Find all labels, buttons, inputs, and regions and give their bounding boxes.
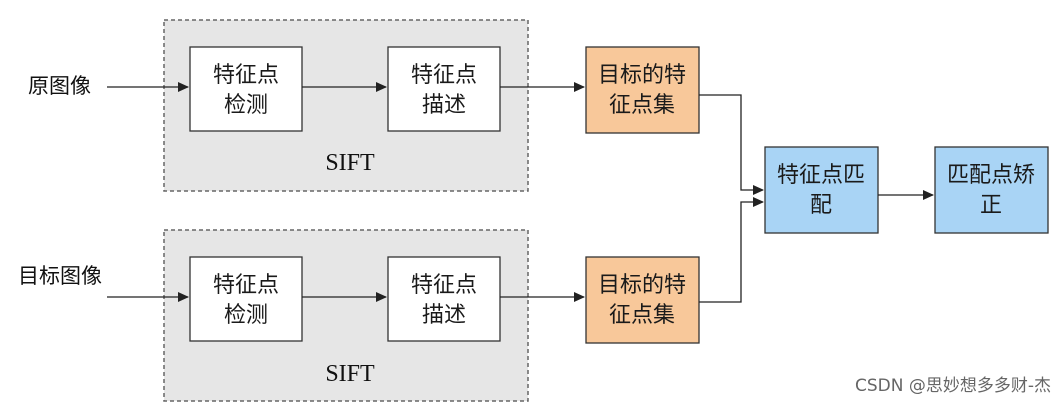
input-label-target: 目标图像: [18, 264, 102, 288]
match-box-line2: 配: [810, 193, 832, 218]
feature-set-box-bottom: [585, 256, 700, 344]
feature-set-box-top-line2: 征点集: [609, 93, 675, 118]
correct-box-line1: 匹配点矫: [947, 163, 1035, 188]
detect-box-bottom-line2: 检测: [224, 303, 268, 328]
watermark: CSDN @思妙想多多财-杰: [855, 376, 1051, 396]
feature-set-box-top: [585, 46, 700, 134]
sift-label-bottom: SIFT: [325, 361, 375, 387]
feature-set-box-top-line1: 目标的特: [598, 63, 686, 88]
correct-box: [934, 146, 1049, 234]
describe-box-top-line2: 描述: [422, 93, 466, 118]
describe-box-bottom: [387, 256, 501, 342]
describe-box-top: [387, 46, 501, 132]
sift-label-top: SIFT: [325, 150, 375, 176]
describe-box-bottom-line1: 特征点: [411, 273, 477, 298]
describe-box-bottom-line2: 描述: [422, 303, 466, 328]
correct-box-line2: 正: [980, 193, 1002, 218]
detect-box-bottom-line1: 特征点: [213, 273, 279, 298]
detect-box-top-line2: 检测: [224, 93, 268, 118]
feature-set-box-bottom-line1: 目标的特: [598, 273, 686, 298]
input-label-source: 原图像: [28, 74, 91, 98]
connector-features-bottom-to-match: [699, 197, 764, 303]
detect-box-bottom: [189, 256, 303, 342]
describe-box-top-line1: 特征点: [411, 63, 477, 88]
detect-box-top: [189, 46, 303, 132]
connector-features-top-to-match: [699, 94, 764, 195]
match-box-line1: 特征点匹: [777, 163, 865, 188]
feature-set-box-bottom-line2: 征点集: [609, 303, 675, 328]
match-box: [764, 146, 879, 234]
detect-box-top-line1: 特征点: [213, 63, 279, 88]
